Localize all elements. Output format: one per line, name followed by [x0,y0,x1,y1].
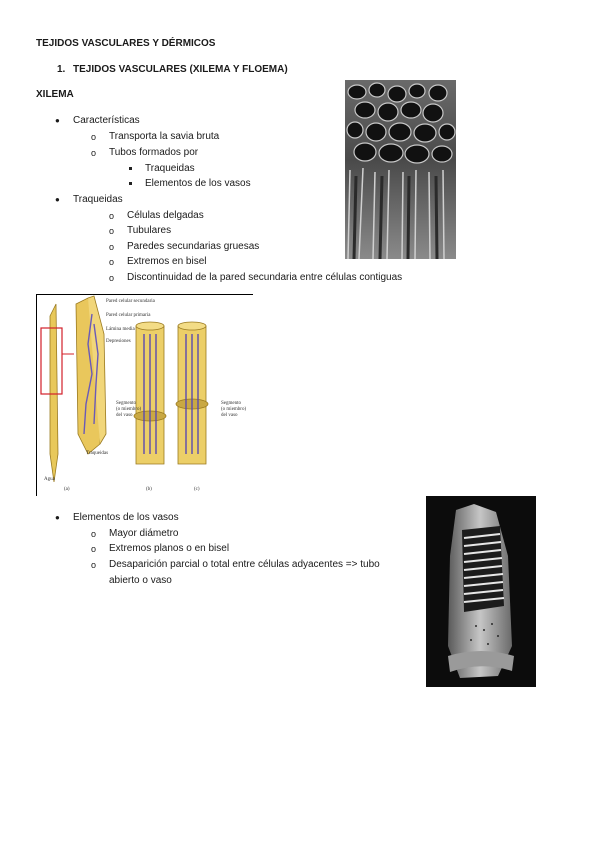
list-item: Transporta la savia bruta [109,131,220,142]
figure-label: Agua [44,477,56,482]
circle-bullet-icon: o [91,132,97,142]
list-item: Tubos formados por [109,147,199,158]
circle-bullet-icon: o [109,257,115,267]
page-title: TEJIDOS VASCULARES Y DÉRMICOS [36,38,216,49]
square-bullet-icon [129,182,132,185]
circle-bullet-icon: o [91,560,97,570]
circle-bullet-icon: o [109,242,115,252]
bullet-icon: ● [55,513,60,522]
figure-label: Segmento [116,401,136,406]
figure-label: del vaso [116,413,133,418]
bullet-icon: ● [55,195,60,204]
subsection-title: XILEMA [36,89,74,100]
section-title: TEJIDOS VASCULARES (XILEMA Y FLOEMA) [73,64,288,75]
figure-label: Segmento [221,401,241,406]
circle-bullet-icon: o [109,211,115,221]
bullet-icon: ● [55,116,60,125]
figure-label: Traqueidas [86,451,108,456]
circle-bullet-icon: o [91,544,97,554]
list-item: Células delgadas [127,210,204,221]
figure-label: Pared celular secundaria [106,299,156,304]
list-item: Traqueidas [145,163,195,174]
elementos-label: Elementos de los vasos [73,512,179,523]
circle-bullet-icon: o [109,226,115,236]
square-bullet-icon [129,167,132,170]
list-item: Discontinuidad de la pared secundaria en… [127,272,403,283]
figure-label: del vaso [221,413,238,418]
list-item: Elementos de los vasos [145,178,251,189]
circle-bullet-icon: o [91,529,97,539]
figure-label: (o miembro) [116,407,141,412]
tracheids-diagram: Pared celular secundaria Pared celular p… [36,294,253,496]
list-item: Desaparición parcial o total entre célul… [109,559,380,570]
figure-label: (a) [64,487,70,492]
list-item: Mayor diámetro [109,528,179,539]
figure-label: Depresiones [106,339,131,344]
list-item-continuation: abierto o vaso [109,575,172,586]
vessel-element-micrograph-image [426,496,536,687]
figure-label: Pared celular primaria [106,313,151,318]
list-item: Paredes secundarias gruesas [127,241,260,252]
traqueidas-label: Traqueidas [73,194,123,205]
figure-label: (c) [194,487,200,492]
circle-bullet-icon: o [91,148,97,158]
figure-label: Lámina media [106,327,136,332]
circle-bullet-icon: o [109,273,115,283]
list-item: Tubulares [127,225,172,236]
list-item: Extremos en bisel [127,256,207,267]
xylem-micrograph-image [345,80,456,259]
caracteristicas-label: Características [73,115,140,126]
figure-label: (o miembro) [221,407,246,412]
figure-label: (b) [146,487,152,492]
section-number: 1. [57,64,66,75]
list-item: Extremos planos o en bisel [109,543,230,554]
